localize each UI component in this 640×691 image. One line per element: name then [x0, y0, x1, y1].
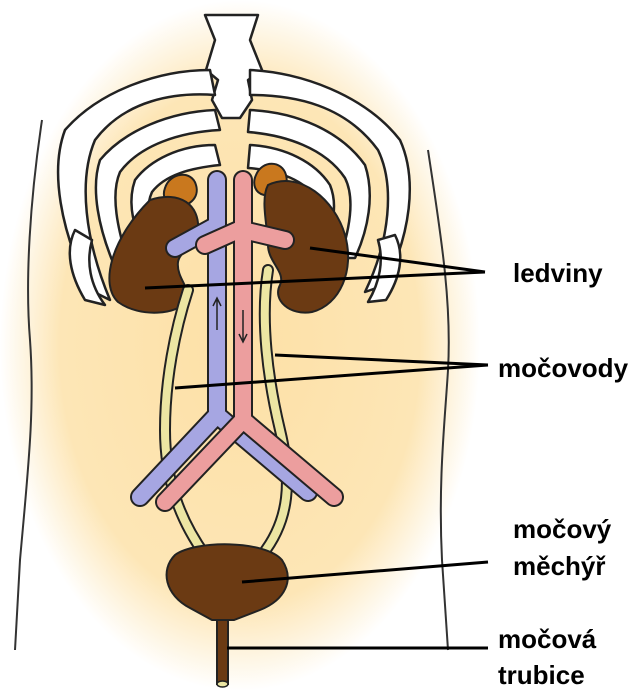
label-kidneys: ledviny [513, 258, 603, 288]
label-ureters: močovody [498, 353, 629, 383]
urethra-tip [217, 681, 228, 687]
label-urethra-line2: trubice [498, 660, 585, 690]
label-urethra-line1: močová [498, 624, 597, 654]
label-bladder-line1: močový [513, 514, 612, 544]
label-bladder-line2: měchýř [513, 551, 606, 581]
